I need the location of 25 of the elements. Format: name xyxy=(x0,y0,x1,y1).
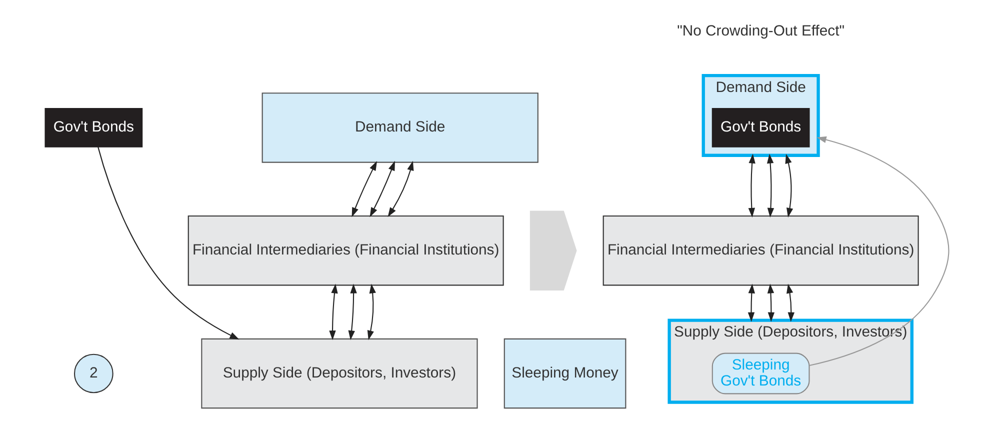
arrow xyxy=(785,154,794,218)
arrow xyxy=(388,160,414,218)
node-box: Gov't Bonds xyxy=(44,108,143,148)
arrow xyxy=(809,136,950,366)
node-box: Supply Side (Depositors, Investors) xyxy=(201,338,478,409)
arrow xyxy=(767,284,775,322)
arrow xyxy=(348,284,357,340)
node-box: Financial Intermediaries (Financial Institutions) xyxy=(602,215,919,286)
arrow xyxy=(748,284,756,322)
arrow xyxy=(367,284,376,340)
arrow xyxy=(98,146,240,340)
arrow xyxy=(370,160,395,218)
node-box: Demand Side xyxy=(262,92,538,163)
node-chevron xyxy=(530,210,577,290)
label: "No Crowding-Out Effect" xyxy=(677,23,845,40)
node-box: Gov't Bonds xyxy=(712,108,810,148)
node-circle: 2 xyxy=(74,354,114,394)
arrow xyxy=(786,284,794,322)
arrow xyxy=(748,154,756,218)
node-box: Sleeping Gov't Bonds xyxy=(712,352,810,394)
node-box: Financial Intermediaries (Financial Institutions) xyxy=(188,215,504,286)
arrow xyxy=(766,154,774,218)
node-box: Sleeping Money xyxy=(504,338,626,409)
arrow xyxy=(352,160,378,218)
arrow xyxy=(329,284,338,340)
